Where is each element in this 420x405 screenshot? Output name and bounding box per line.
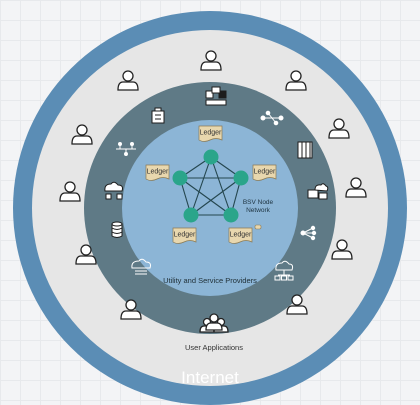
ledger-document: Ledger <box>198 125 223 142</box>
ledger-document: Ledger <box>145 164 170 181</box>
circuit-icon <box>116 142 136 156</box>
network-node <box>223 207 239 223</box>
ledger-label: Ledger <box>147 169 169 176</box>
user-icon <box>331 239 353 260</box>
service-providers-label: Utility and Service Providers <box>163 276 257 285</box>
cloud-computing-icon <box>104 181 123 200</box>
ledger-label: Ledger <box>230 232 252 239</box>
server-network-icon <box>205 86 227 106</box>
network-node <box>172 170 188 186</box>
network-node <box>203 149 219 165</box>
user-icon <box>345 177 367 198</box>
cloud-stack-icon <box>307 183 329 200</box>
user-icon <box>117 70 139 91</box>
network-label-line2: Network <box>246 207 271 214</box>
internet-label: Internet <box>181 368 239 387</box>
building-icon <box>151 107 165 124</box>
data-center-icon <box>297 141 313 159</box>
ledger-label: Ledger <box>254 169 276 176</box>
user-icon <box>200 50 222 71</box>
user-icon <box>75 244 97 265</box>
user-icon <box>328 118 350 139</box>
ledger-tag-icon <box>254 224 262 230</box>
user-icon <box>71 124 93 145</box>
ledger-document: Ledger <box>228 227 253 244</box>
user-icon <box>59 181 81 202</box>
network-node <box>183 207 199 223</box>
network-nodes-icon <box>260 110 284 126</box>
node-network-core <box>122 120 298 296</box>
ledger-label: Ledger <box>174 232 196 239</box>
ledger-document: Ledger <box>252 164 277 181</box>
cloud-server-icon <box>131 258 151 275</box>
network-node <box>233 170 249 186</box>
ledger-label: Ledger <box>200 130 222 137</box>
network-label-line1: BSV Node <box>243 199 274 206</box>
ledger-document: Ledger <box>172 227 197 244</box>
share-nodes-icon <box>300 225 317 241</box>
user-group-icon <box>199 313 229 333</box>
user-icon <box>120 299 142 320</box>
cloud-network-icon <box>274 260 294 281</box>
user-icon <box>286 294 308 315</box>
user-icon <box>285 70 307 91</box>
user-applications-label: User Applications <box>185 343 243 352</box>
database-icon <box>111 221 123 238</box>
